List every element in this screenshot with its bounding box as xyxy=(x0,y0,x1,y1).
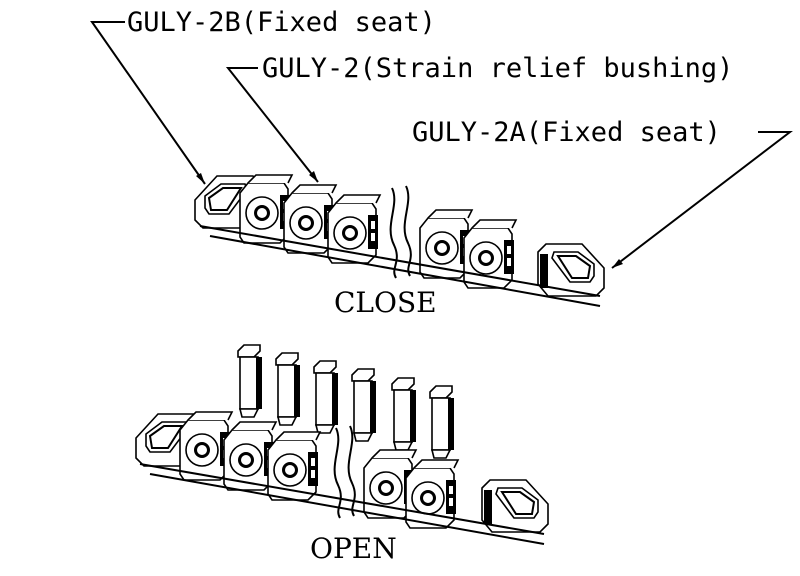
open-lid xyxy=(275,352,301,426)
leader-2 xyxy=(225,67,319,183)
callout-fixed-seat-a: GULY-2A(Fixed seat) xyxy=(412,117,721,148)
break-mark-2 xyxy=(403,185,412,277)
state-label-open: OPEN xyxy=(310,532,397,565)
break-mark-1 xyxy=(389,187,398,279)
state-label-close: CLOSE xyxy=(334,286,437,319)
break-mark-3 xyxy=(333,427,342,519)
open-lid xyxy=(429,385,455,459)
callout-fixed-seat-b: GULY-2B(Fixed seat) xyxy=(127,7,436,38)
leader-lines xyxy=(90,21,793,269)
leader-2b xyxy=(90,21,206,185)
open-lid xyxy=(313,360,339,434)
open-lid xyxy=(391,377,417,451)
break-mark-4 xyxy=(347,425,356,517)
open-chain xyxy=(135,344,549,545)
open-lid xyxy=(237,344,263,418)
fixed-seat-a-closed xyxy=(537,243,605,297)
callout-strain-relief: GULY-2(Strain relief bushing) xyxy=(262,53,733,84)
open-lid xyxy=(351,368,377,442)
closed-chain xyxy=(194,174,605,307)
leader-2a xyxy=(611,131,793,269)
chain-link xyxy=(463,219,517,289)
